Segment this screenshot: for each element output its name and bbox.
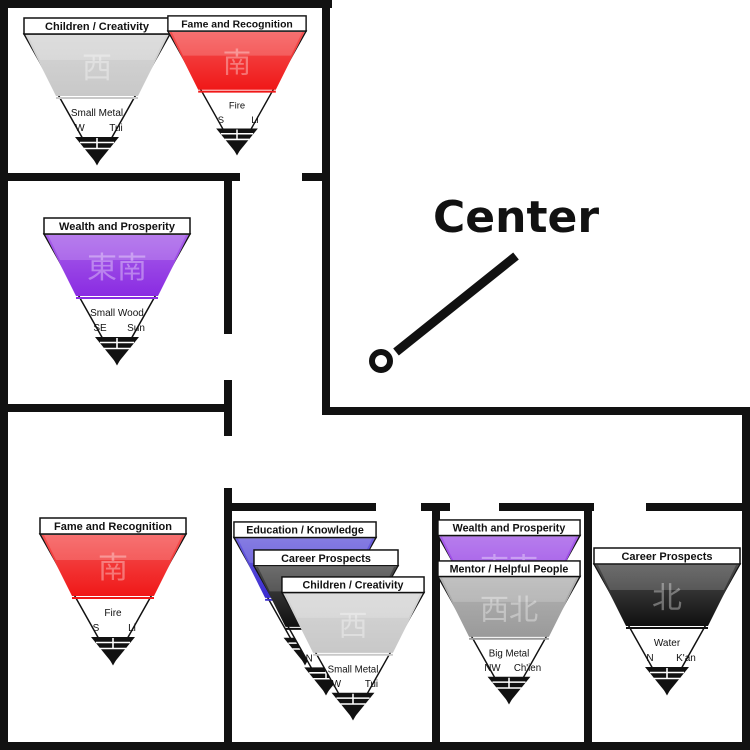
element-label: Water <box>654 638 681 649</box>
card-title: Wealth and Prosperity <box>453 523 566 535</box>
direction-label: S <box>218 115 224 126</box>
trigram-label: Ch'ien <box>514 663 541 674</box>
element-label: Fire <box>229 101 245 112</box>
direction-label: W <box>332 679 342 690</box>
trigram-symbol <box>487 676 531 704</box>
chinese-character: 南 <box>223 47 251 80</box>
card-title: Children / Creativity <box>45 21 150 33</box>
card-title: Career Prospects <box>281 553 371 565</box>
trigram-symbol <box>216 128 258 155</box>
direction-label: W <box>75 123 85 134</box>
trigram-symbol <box>645 667 689 694</box>
card-title: Fame and Recognition <box>181 19 293 30</box>
trigram-label: Li <box>128 623 136 634</box>
direction-label: SE <box>93 323 107 334</box>
element-color-band <box>25 35 169 96</box>
element-label: Big Metal <box>489 648 530 659</box>
trigram-symbol <box>331 692 375 720</box>
card-title: Mentor / Helpful People <box>450 564 569 576</box>
direction-label: N <box>646 653 653 664</box>
element-label: Small Metal <box>71 108 123 119</box>
element-label: Small Wood <box>90 308 144 319</box>
element-color-band <box>41 535 185 596</box>
trigram-label: Sun <box>127 323 145 334</box>
chinese-character: 西 <box>338 608 367 642</box>
chinese-character: 南 <box>98 551 128 586</box>
chinese-character: 西北 <box>480 592 538 626</box>
trigram-label: K'an <box>676 653 696 664</box>
trigram-label: Tui <box>365 679 378 690</box>
trigram-symbol <box>91 637 135 664</box>
trigram-symbol <box>95 337 139 364</box>
direction-label: S <box>93 623 100 634</box>
chinese-character: 北 <box>652 581 682 616</box>
trigram-label: Li <box>251 115 258 126</box>
chinese-character: 西 <box>82 51 112 86</box>
trigram-symbol <box>75 137 119 164</box>
card-title: Career Prospects <box>621 551 712 563</box>
element-color-band <box>283 593 423 653</box>
element-color-band <box>169 31 305 90</box>
element-color-band <box>439 577 579 637</box>
element-color-band <box>595 565 739 626</box>
card-title: Fame and Recognition <box>54 521 172 533</box>
center-label: Center <box>433 192 599 243</box>
direction-label: N <box>306 653 313 664</box>
card-title: Children / Creativity <box>303 580 404 592</box>
chinese-character: 東南 <box>87 251 147 286</box>
element-label: Small Metal <box>328 664 379 675</box>
card-title: Education / Knowledge <box>246 525 364 537</box>
trigram-label: Tui <box>109 123 123 134</box>
center-pointer <box>369 252 519 373</box>
element-color-band <box>45 235 189 296</box>
card-title: Wealth and Prosperity <box>59 221 176 233</box>
direction-label: NW <box>484 663 501 674</box>
element-label: Fire <box>104 608 122 619</box>
